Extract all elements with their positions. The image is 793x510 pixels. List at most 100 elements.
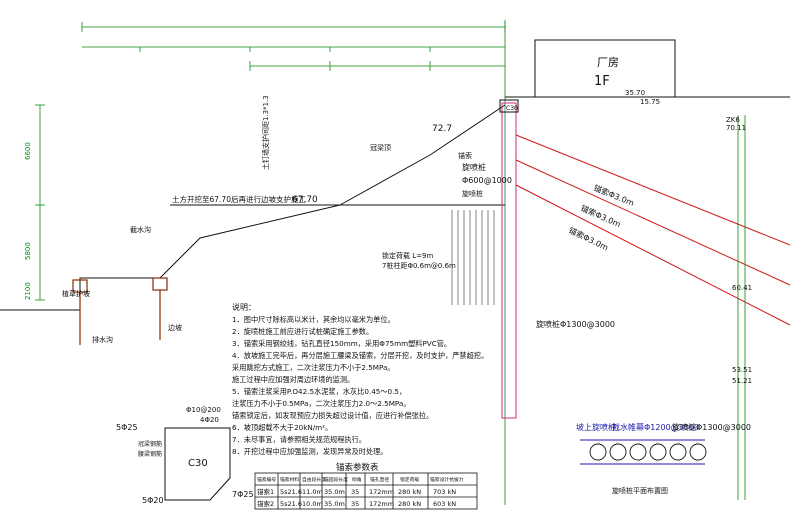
anchor-lock-label: 锁定荷载 L=9m (382, 251, 433, 260)
pile-group-label: 旋喷桩 (462, 189, 483, 198)
th: 锁定荷载 (400, 476, 419, 483)
td: 280 kN (398, 488, 421, 496)
plan-caption: 旋喷桩平面布置图 (612, 486, 668, 495)
building-elev: 35.70 (625, 89, 645, 97)
th: 自由段长度 (302, 476, 326, 483)
td: 5s21.6 (280, 488, 302, 496)
note-line: 7．未尽事宜，请参照相关规范规程执行。 (232, 435, 366, 444)
anchor-1-label: 锚索Φ3.0m (592, 183, 636, 208)
section-dim-4: 5Φ20 (142, 496, 164, 505)
td: 锚索1 (257, 487, 274, 496)
pile-spacing-label: Φ600@1000 (462, 176, 512, 185)
borehole-v3: 53.51 (732, 366, 752, 374)
borehole-v1: 70.11 (726, 124, 746, 132)
anchor-2-label: 锚索Φ3.0m (579, 203, 622, 230)
section-label-1: 腰梁钢筋 (138, 450, 162, 458)
anchor-note-label: 锚索 (458, 151, 472, 160)
plan-view (580, 439, 705, 465)
note-line: 8．开挖过程中应加强监测，发现异常及时处理。 (232, 447, 388, 456)
note-line: 注浆压力不小于0.5MPa，二次注浆压力2.0～2.5MPa。 (232, 399, 411, 408)
soil-nail-spec: 土钉墙支护间距1.3*1.3 (261, 95, 270, 170)
note-line: 6．坡顶超载不大于20kN/m²。 (232, 423, 332, 432)
th: 锚固段长度 (324, 476, 348, 483)
section-dim-3: 7Φ25 (232, 490, 254, 499)
anchor-lines (515, 134, 791, 326)
building-label: 厂房 (597, 56, 619, 69)
pile-main-label: 旋喷桩Φ1300@3000 (536, 319, 615, 329)
drain-label: 排水沟 (92, 335, 113, 344)
table-row: 锚索1 5s21.6 11.0m 35.0m 35 172mm 280 kN 7… (257, 487, 456, 496)
th: 锚索设计抗拔力 (430, 476, 464, 483)
td: 11.0m (302, 488, 323, 496)
cap-beam-label: C30 (506, 105, 518, 112)
slope-label: 边坡 (168, 323, 182, 332)
borehole-v2: 60.41 (732, 284, 752, 292)
note-line: 2．旋喷桩施工前应进行试桩确定施工参数。 (232, 327, 373, 336)
td: 603 kN (433, 500, 456, 508)
left-depth-label: 5800 (24, 242, 32, 260)
left-elev-label: 6600 (24, 142, 32, 160)
note-line: 施工过程中应加强对周边环境的监测。 (232, 375, 354, 384)
params-table (254, 472, 478, 510)
left-bottom-label: 2100 (24, 282, 32, 300)
pile-type-label: 旋喷桩 (462, 162, 486, 172)
td: 10.0m (302, 500, 323, 508)
borehole-v4: 51.21 (732, 377, 752, 385)
cap-beam (499, 99, 519, 113)
water-label: 截水沟 (130, 225, 151, 234)
top-elev-label: 15.75 (640, 98, 660, 106)
slope-profile (0, 104, 506, 311)
td: 5s21.6 (280, 500, 302, 508)
plan-mid: 截水帷幕Φ1200@3000 (612, 422, 699, 432)
grass-label: 植草护坡 (62, 289, 90, 298)
th: 倾角 (352, 476, 362, 483)
plan-circles (589, 443, 707, 461)
pile-grid (451, 210, 495, 305)
td: 172mm (369, 500, 394, 508)
th: 锚孔直径 (370, 476, 389, 483)
section-dim-0: Φ10@200 (186, 406, 221, 414)
note-line: 采用跳挖方式施工，二次注浆压力不小于2.5MPa。 (232, 363, 395, 372)
notes-block: 1．图中尺寸除标高以米计，其余均以毫米为单位。 2．旋喷桩施工前应进行试桩确定施… (232, 315, 488, 456)
section-title: C30 (188, 458, 208, 469)
td: 35.0m (324, 500, 345, 508)
anchor-3-label: 锚索Φ3.0m (567, 225, 610, 253)
td: 锚索2 (257, 499, 274, 508)
borehole (737, 115, 746, 500)
top-dimensions (81, 20, 506, 505)
section-dim-1: 4Φ20 (200, 416, 219, 424)
td: 35.0m (324, 488, 345, 496)
plan-left: 坡上旋喷桩 (576, 422, 616, 432)
soil-nail-elev: 67.70 (292, 195, 318, 205)
table-title: 锚索参数表 (336, 462, 379, 473)
plan-right: 旋喷桩Φ1300@3000 (672, 422, 751, 432)
drain-pits (72, 277, 168, 345)
table-header: 锚索编号 锚索材料 自由段长度 锚固段长度 倾角 锚孔直径 锁定荷载 锚索设计抗… (257, 476, 464, 483)
note-line: 1．图中尺寸除标高以米计，其余均以毫米为单位。 (232, 315, 395, 324)
anchor-len-label: 7桩柱距Φ0.6m@0.6m (382, 261, 456, 270)
section-detail (164, 427, 231, 501)
th: 锚索编号 (257, 476, 276, 483)
section-dim-2: 5Φ25 (116, 423, 138, 432)
note-line: 锚索锁定后，如发现预应力损失超过设计值，应进行补偿张拉。 (232, 411, 433, 420)
td: 280 kN (398, 500, 421, 508)
note-line: 4．放坡施工完毕后，再分层施工腰梁及锚索，分层开挖，及时支护，严禁超挖。 (232, 351, 488, 360)
main-pile (501, 102, 517, 419)
td: 35 (351, 500, 359, 508)
td: 703 kN (433, 488, 456, 496)
cap-elev-label: 72.7 (432, 124, 452, 134)
section-label-0: 冠梁钢筋 (138, 440, 162, 448)
borehole-top: ZK6 (726, 116, 740, 124)
notes-title: 说明： (232, 302, 256, 312)
td: 35 (351, 488, 359, 496)
cap-top-label: 冠梁顶 (370, 143, 391, 152)
note-line: 5．锚索注浆采用P.O42.5水泥浆，水灰比0.45～0.5， (232, 387, 406, 396)
left-dim (35, 104, 45, 301)
building-floor: 1F (594, 74, 610, 89)
td: 172mm (369, 488, 394, 496)
note-line: 3．锚索采用钢绞线，钻孔直径150mm，采用Φ75mm塑料PVC管。 (232, 339, 451, 348)
table-row: 锚索2 5s21.6 10.0m 35.0m 35 172mm 280 kN 6… (257, 499, 456, 508)
th: 锚索材料 (280, 476, 299, 483)
slope-text-left: 土方开挖至67.70后再进行边坡支护施工 (172, 194, 306, 204)
